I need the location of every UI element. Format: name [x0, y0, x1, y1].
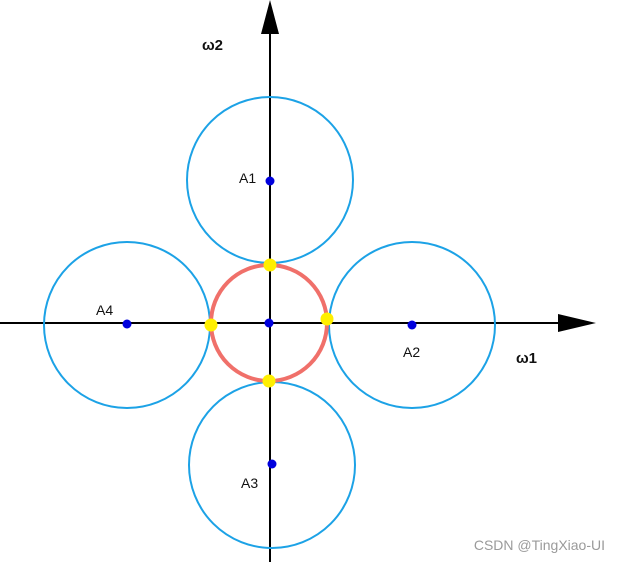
point-a2 — [407, 320, 417, 330]
y-axis-label: ω2 — [202, 37, 223, 54]
x-axis-label: ω1 — [516, 350, 537, 367]
x-axis-arrow — [558, 314, 596, 332]
tangent-point-top — [263, 258, 277, 272]
point-a3 — [267, 459, 277, 469]
point-a4 — [122, 319, 132, 329]
tangent-point-left — [204, 318, 218, 332]
tangent-point-right — [320, 312, 334, 326]
label-a1: A1 — [239, 170, 256, 186]
label-a4: A4 — [96, 302, 113, 318]
tangent-point-bottom — [262, 374, 276, 388]
label-a2: A2 — [403, 344, 420, 360]
point-origin — [264, 318, 274, 328]
point-a1 — [265, 176, 275, 186]
y-axis-arrow — [261, 0, 279, 34]
label-a3: A3 — [241, 475, 258, 491]
watermark: CSDN @TingXiao-UI — [473, 537, 605, 553]
